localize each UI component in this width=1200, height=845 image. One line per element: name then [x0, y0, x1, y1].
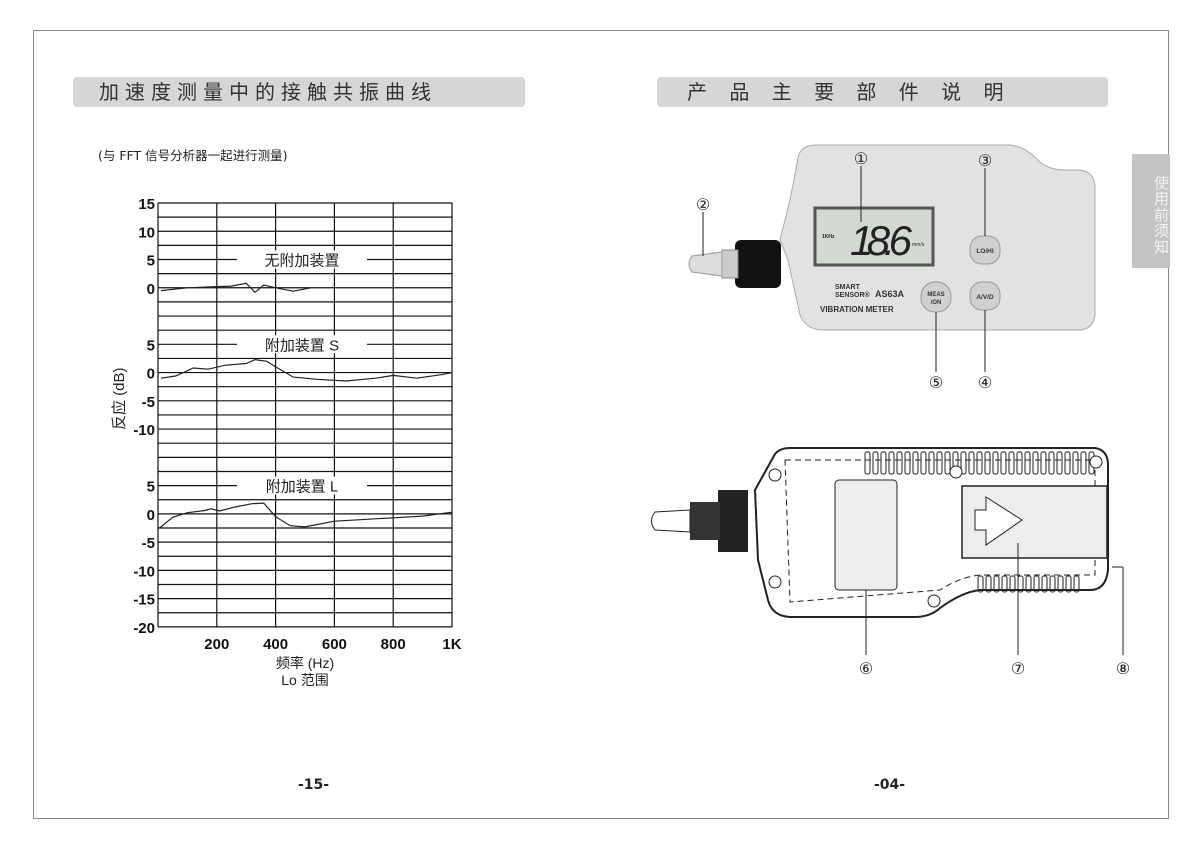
y-tick-label: 10 — [138, 224, 155, 241]
display-unit: mm/s — [912, 242, 925, 248]
panel-label: 无附加装置 — [264, 253, 339, 270]
device-front-illustration: 18.6 mm/s 1KHz SMART SENSOR® AS63A VIBRA… — [688, 144, 1096, 392]
y-tick-label: 0 — [147, 366, 155, 383]
meas-on-button[interactable]: MEAS /ON — [920, 281, 952, 313]
response-curve-2 — [160, 358, 453, 382]
svg-text:A/V/D: A/V/D — [976, 294, 994, 301]
response-curve-3 — [159, 502, 453, 529]
callout-3: ③ — [978, 153, 992, 170]
x-axis-label-range: Lo 范围 — [281, 672, 328, 688]
right-section-title: 产 品 主 要 部 件 说 明 — [657, 77, 1108, 107]
brand-smart: SMART — [835, 284, 861, 291]
model-number: AS63A — [875, 289, 905, 299]
battery-latch-icon — [974, 496, 1023, 546]
x-axis-label: 频率 (Hz) — [276, 655, 334, 671]
x-tick-label: 400 — [263, 636, 288, 653]
y-tick-label: -5 — [142, 394, 155, 411]
x-tick-label: 600 — [322, 636, 347, 653]
grip-ridges — [864, 451, 1095, 593]
callout-6: ⑥ — [859, 661, 873, 678]
screws — [768, 455, 1103, 608]
y-tick-label: -5 — [142, 535, 155, 552]
y-tick-label: 0 — [147, 281, 155, 298]
y-tick-label: -10 — [133, 563, 155, 580]
callout-4: ④ — [978, 375, 992, 392]
panel-label-bg — [237, 250, 367, 269]
svg-text:LO/HI: LO/HI — [976, 248, 994, 255]
callout-5: ⑤ — [929, 375, 943, 392]
x-tick-label: 200 — [204, 636, 229, 653]
x-tick-label: 800 — [381, 636, 406, 653]
left-page-number: -15- — [298, 777, 330, 793]
brand-sensor: SENSOR® — [835, 291, 871, 299]
chart-subtitle: (与 FFT 信号分析器一起进行测量) — [98, 148, 288, 163]
y-tick-label: 0 — [147, 507, 155, 524]
back-callout-lines — [865, 543, 1124, 655]
page-border — [33, 30, 1169, 819]
y-tick-label: 5 — [147, 337, 155, 354]
panel-label-bg — [237, 476, 367, 495]
probe-collar — [721, 249, 739, 279]
resonance-chart: 200 400 600 800 1K 15 10 5 0 无附加装置 5 0 -5 -10 附加装置 S 5 0… — [110, 196, 462, 688]
probe-knob-back — [718, 490, 748, 552]
lohi-button[interactable]: LO/HI — [969, 235, 1001, 265]
callout-1: ① — [854, 151, 868, 168]
display-frequency: 1KHz — [822, 234, 835, 240]
y-axis-label: 反应 (dB) — [110, 367, 128, 430]
side-tab[interactable]: 使用前须知 — [1132, 154, 1170, 268]
chart-labels: 200 400 600 800 1K 15 10 5 0 无附加装置 5 0 -5 -10 附加装置 S 5 0… — [133, 196, 461, 653]
lcd-display — [813, 206, 935, 267]
callout-lines — [702, 166, 986, 372]
y-tick-label: -20 — [133, 620, 155, 637]
y-tick-label: -10 — [133, 422, 155, 439]
svg-text:/ON: /ON — [931, 300, 942, 306]
panel-label: 附加装置 L — [266, 479, 339, 496]
callout-2: ② — [696, 197, 710, 214]
probe-tip — [688, 251, 723, 277]
y-tick-label: 5 — [147, 253, 155, 270]
avd-button[interactable]: A/V/D — [969, 281, 1001, 311]
probe-knob — [735, 240, 781, 288]
probe-tip-back — [651, 509, 691, 533]
panel-label-bg — [237, 335, 367, 354]
device-back-illustration: ⑥ ⑦ ⑧ — [651, 447, 1130, 678]
chart-curves — [159, 282, 453, 529]
y-tick-label: 15 — [138, 196, 155, 213]
x-tick-label: 1K — [442, 636, 461, 653]
svg-text:MEAS: MEAS — [927, 292, 944, 298]
y-tick-label: 5 — [147, 479, 155, 496]
panel-label: 附加装置 S — [265, 337, 339, 354]
display-value: 18.6 — [850, 217, 913, 264]
right-page-number: -04- — [874, 777, 906, 793]
callout-8: ⑧ — [1116, 661, 1130, 678]
y-tick-label: -15 — [133, 592, 155, 609]
callout-7: ⑦ — [1011, 661, 1025, 678]
response-curve-1 — [160, 282, 312, 294]
label-area — [834, 479, 898, 591]
product-name: VIBRATION METER — [820, 305, 894, 314]
device-body — [779, 144, 1096, 331]
left-section-title: 加速度测量中的接触共振曲线 — [73, 77, 525, 107]
